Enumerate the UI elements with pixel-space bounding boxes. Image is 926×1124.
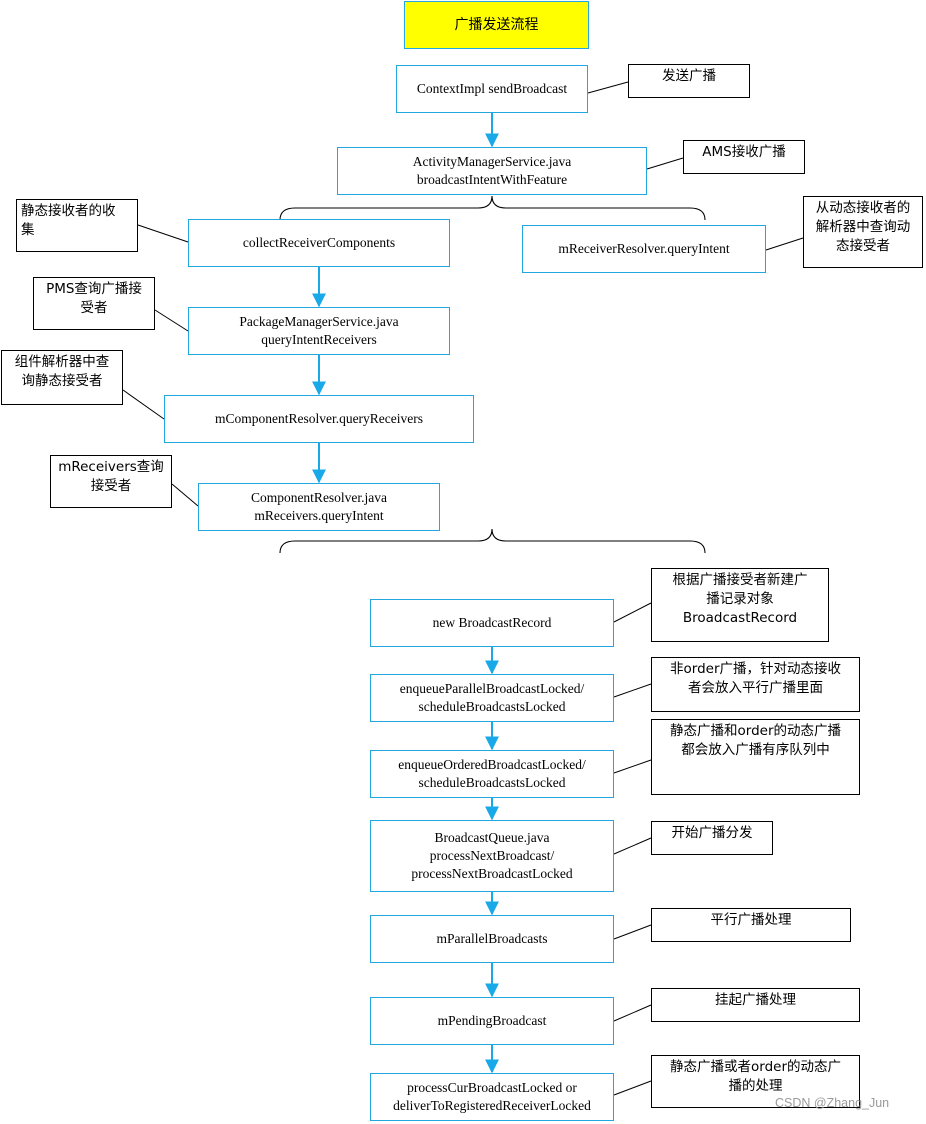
brace-queue-section	[279, 528, 706, 554]
node-mreceivers-query-intent: ComponentResolver.java mReceivers.queryI…	[198, 483, 440, 531]
note-pending-handling: 挂起广播处理	[651, 988, 860, 1022]
node-mpending-broadcast: mPendingBroadcast	[370, 997, 614, 1045]
note-mreceivers-query: mReceivers查询 接受者	[50, 455, 172, 508]
node-enqueue-parallel: enqueueParallelBroadcastLocked/ schedule…	[370, 674, 614, 722]
node-mparallel-broadcasts: mParallelBroadcasts	[370, 915, 614, 963]
node-process-next-broadcast: BroadcastQueue.java processNextBroadcast…	[370, 820, 614, 892]
note-dispatch: 开始广播分发	[651, 821, 773, 855]
node-process-cur-broadcast: processCurBroadcastLocked or deliverToRe…	[370, 1073, 614, 1121]
callout-component	[122, 389, 165, 420]
callout-dynamic	[765, 237, 804, 251]
callout-mreceivers	[171, 483, 199, 507]
node-new-broadcast-record: new BroadcastRecord	[370, 599, 614, 647]
node-component-resolver-query: mComponentResolver.queryReceivers	[164, 395, 474, 443]
note-component-resolver: 组件解析器中查 询静态接受者	[1, 350, 123, 405]
callout-new-record	[613, 602, 652, 623]
watermark: CSDN @Zhang_Jun	[775, 1096, 890, 1110]
callout-parallel	[613, 924, 652, 940]
note-ams-receive: AMS接收广播	[683, 140, 805, 174]
note-send-broadcast: 发送广播	[628, 64, 750, 98]
note-static-collect: 静态接收者的收 集	[16, 199, 138, 252]
flowchart-title: 广播发送流程	[404, 1, 589, 49]
note-new-record: 根据广播接受者新建广 播记录对象 BroadcastRecord	[651, 568, 829, 642]
title-text: 广播发送流程	[454, 17, 539, 33]
callout-final	[613, 1080, 652, 1096]
callout-pms	[154, 309, 189, 332]
note-dynamic-receivers: 从动态接收者的 解析器中查询动 态接受者	[803, 196, 923, 268]
note-static-order: 静态广播和order的动态广播 都会放入广播有序队列中	[651, 719, 860, 795]
note-final-handling: 静态广播或者order的动态广 播的处理	[651, 1055, 860, 1108]
note-parallel-handling: 平行广播处理	[651, 908, 851, 942]
node-receiver-resolver-query: mReceiverResolver.queryIntent	[522, 225, 766, 273]
node-package-manager-service: PackageManagerService.java queryIntentRe…	[188, 307, 450, 355]
callout-ams	[646, 157, 684, 170]
callout-static-order	[613, 759, 652, 774]
brace-receiver-split	[279, 195, 706, 221]
callout-non-order	[613, 683, 652, 698]
note-non-order: 非order广播，针对动态接收 者会放入平行广播里面	[651, 657, 860, 712]
note-pms-query: PMS查询广播接 受者	[33, 277, 155, 330]
callout-dispatch	[613, 837, 652, 855]
node-send-broadcast: ContextImpl sendBroadcast	[396, 65, 588, 113]
node-collect-receiver-components: collectReceiverComponents	[188, 219, 450, 267]
node-enqueue-ordered: enqueueOrderedBroadcastLocked/ scheduleB…	[370, 750, 614, 798]
node-activity-manager-service: ActivityManagerService.java broadcastInt…	[337, 147, 647, 195]
callout-pending	[613, 1004, 652, 1022]
callout-static-collect	[137, 224, 189, 243]
callout-send	[587, 81, 629, 94]
